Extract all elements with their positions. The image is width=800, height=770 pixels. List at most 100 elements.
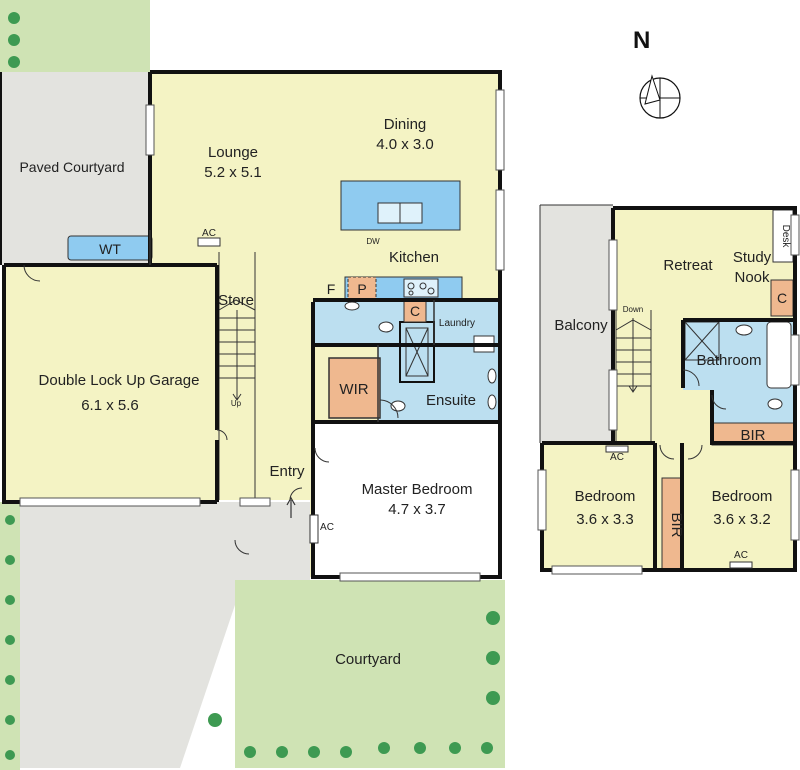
- entry-arrow-icon: [286, 496, 296, 518]
- label-kitchen: Kitchen: [389, 249, 439, 266]
- ground-walls: [0, 70, 502, 579]
- label-lounge: Lounge: [208, 144, 258, 161]
- tree-icon: [308, 746, 320, 758]
- ac-unit-icon: [729, 561, 753, 569]
- label-garage: Double Lock Up Garage: [39, 372, 200, 389]
- garden-top-left: [0, 0, 150, 72]
- label-balcony: Balcony: [554, 317, 608, 334]
- label-dining-size: 4.0 x 3.0: [376, 136, 434, 153]
- ac-unit-icon: [197, 237, 221, 247]
- label-wir: WIR: [339, 381, 368, 398]
- driveway: [20, 502, 310, 768]
- shower-inner: [405, 327, 429, 377]
- burner-icon: [408, 290, 414, 296]
- garage-floor: [4, 265, 217, 502]
- tree-icon: [449, 742, 461, 754]
- toilet-icon: [378, 321, 394, 333]
- compass: N: [633, 27, 681, 121]
- upper-balcony-edge: [539, 204, 613, 443]
- basin-icon: [487, 394, 497, 410]
- tree-icon: [5, 635, 15, 645]
- label-bathroom: Bathroom: [696, 352, 761, 369]
- first-floor: [537, 204, 800, 575]
- ac-unit-icon: [605, 445, 629, 453]
- tree-icon: [481, 742, 493, 754]
- label-bir-side: BIR: [668, 512, 685, 537]
- tree-icon: [5, 715, 15, 725]
- label-retreat: Retreat: [663, 257, 713, 274]
- trees: [5, 12, 500, 760]
- label-courtyard: Courtyard: [335, 651, 401, 668]
- tree-icon: [378, 742, 390, 754]
- bedroom-1-area: [542, 443, 655, 570]
- toilet-icon: [390, 400, 406, 412]
- label-dining: Dining: [384, 116, 427, 133]
- balcony-area: [540, 205, 613, 443]
- tree-icon: [5, 595, 15, 605]
- ground-windows: [19, 89, 505, 582]
- tree-icon: [8, 12, 20, 24]
- label-master-bedroom-size: 4.7 x 3.7: [388, 501, 446, 518]
- paved-courtyard-area: [0, 72, 150, 265]
- wir-box: [328, 357, 381, 419]
- label-desk: Desk: [780, 225, 791, 249]
- basin-icon: [487, 368, 497, 384]
- tree-icon: [208, 713, 222, 727]
- compass-needle-tail-icon: [644, 74, 661, 105]
- label-up: Up: [231, 399, 242, 408]
- basin-icon: [344, 301, 360, 311]
- tree-icon: [8, 34, 20, 46]
- label-study: Study: [733, 249, 772, 266]
- upper-stairs: [615, 310, 652, 443]
- ac-unit-icon: [309, 514, 319, 544]
- label-master-bedroom: Master Bedroom: [362, 481, 473, 498]
- label-ensuite: Ensuite: [426, 392, 476, 409]
- label-bir-top: BIR: [740, 427, 765, 444]
- label-ac-upper-1: AC: [610, 452, 624, 463]
- side-path: [235, 502, 310, 577]
- label-ac-upper-2: AC: [734, 550, 748, 561]
- tree-icon: [414, 742, 426, 754]
- label-paved-courtyard: Paved Courtyard: [19, 159, 124, 175]
- tree-icon: [486, 651, 500, 665]
- label-bedroom-1: Bedroom: [575, 488, 636, 505]
- burner-icon: [427, 287, 435, 295]
- label-laundry: Laundry: [439, 318, 475, 329]
- label-ac-lounge: AC: [202, 228, 216, 239]
- tree-icon: [5, 675, 15, 685]
- label-fridge: F: [327, 281, 336, 297]
- label-wt: WT: [99, 241, 121, 257]
- compass-north-label: N: [633, 27, 650, 54]
- label-dw: DW: [366, 237, 380, 246]
- label-nook: Nook: [734, 269, 770, 286]
- burner-icon: [419, 282, 427, 290]
- label-pantry: P: [357, 281, 366, 297]
- pantry-box: [347, 276, 377, 300]
- upper-doors: [659, 369, 727, 460]
- label-bedroom-1-size: 3.6 x 3.3: [576, 511, 634, 528]
- ground-floor: [0, 0, 505, 770]
- shower-diag-b: [405, 327, 429, 377]
- tree-icon: [5, 555, 15, 565]
- label-lounge-size: 5.2 x 5.1: [204, 164, 262, 181]
- burner-icon: [407, 282, 415, 290]
- tree-icon: [244, 746, 256, 758]
- label-bedroom-2-size: 3.6 x 3.2: [713, 511, 771, 528]
- ground-thin-walls: [149, 230, 435, 422]
- tree-icon: [276, 746, 288, 758]
- toilet-icon: [767, 398, 783, 410]
- tree-icon: [340, 746, 352, 758]
- label-cupboard-ground: C: [410, 303, 420, 319]
- label-entry: Entry: [269, 463, 305, 480]
- label-cupboard-upper: C: [777, 290, 787, 306]
- bathtub-icon: [766, 321, 792, 389]
- tree-icon: [5, 750, 15, 760]
- basin-icon: [735, 324, 753, 336]
- tree-icon: [8, 56, 20, 68]
- tree-icon: [486, 691, 500, 705]
- shower-diag-b: [684, 321, 720, 361]
- courtyard-area: [235, 580, 505, 768]
- label-bedroom-2: Bedroom: [712, 488, 773, 505]
